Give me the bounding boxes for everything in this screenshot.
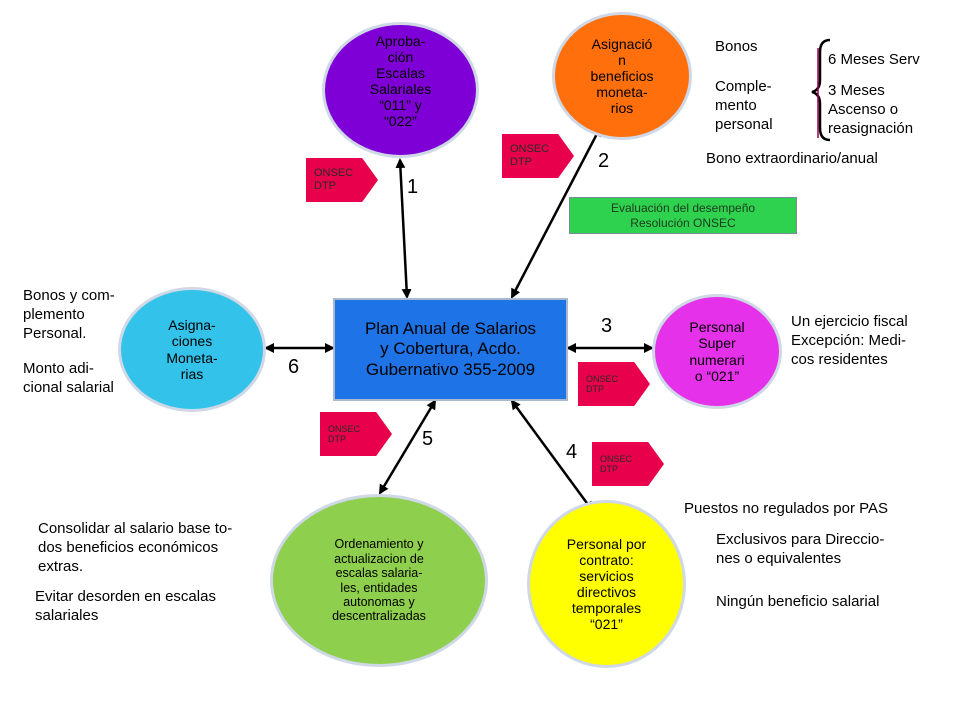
evaluacion-desempeno-label: Evaluación del desempeño Resolución ONSE… <box>610 201 756 230</box>
note-ejercicio-fiscal: Un ejercicio fiscal Excepción: Medi- cos… <box>791 313 908 368</box>
node-ordenamiento-label: Ordenamiento y actualizacion de escalas … <box>332 537 426 624</box>
step-number-4: 4 <box>566 441 578 463</box>
node-personal-supernumerario: Personal Super numerari o “021” <box>652 294 782 409</box>
arrow-5-ordenamiento <box>378 399 437 495</box>
node-personal-contrato-label: Personal por contrato: servicios directi… <box>566 535 647 633</box>
onsec-dtp-tag-2: ONSEC DTP <box>502 134 574 178</box>
node-personal-contrato: Personal por contrato: servicios directi… <box>527 500 686 668</box>
node-asignacion-beneficios-label: Asignació n beneficios moneta- rios <box>590 35 654 117</box>
onsec-dtp-tag-4: ONSEC DTP <box>592 442 664 486</box>
step-number-5: 5 <box>422 428 434 450</box>
note-bono-extraordinario: Bono extraordinario/anual <box>706 150 878 167</box>
central-plan-box: Plan Anual de Salarios y Cobertura, Acdo… <box>333 298 568 401</box>
note-exclusivos: Exclusivos para Direccio- nes o equivale… <box>716 531 885 567</box>
step-number-2: 2 <box>598 150 610 172</box>
node-aprobacion-label: Aproba- ción Escalas Salariales “011” y … <box>369 32 432 130</box>
node-asignaciones-monetarias-label: Asigna- ciones Moneta- rias <box>166 317 218 382</box>
central-plan-label: Plan Anual de Salarios y Cobertura, Acdo… <box>364 318 537 379</box>
node-ordenamiento: Ordenamiento y actualizacion de escalas … <box>270 494 488 667</box>
arrow-2-asignacion <box>510 126 602 299</box>
note-bonos: Bonos <box>715 38 758 55</box>
note-seis-meses: 6 Meses Serv <box>828 51 920 68</box>
note-bonos-complemento: Bonos y com- plemento Personal. <box>23 287 115 342</box>
evaluacion-desempeno-box: Evaluación del desempeño Resolución ONSE… <box>569 197 797 234</box>
onsec-dtp-tag-1: ONSEC DTP <box>306 158 378 202</box>
note-evitar-desorden: Evitar desorden en escalas salariales <box>35 588 216 624</box>
step-number-6: 6 <box>288 356 300 378</box>
note-tres-meses: 3 Meses Ascenso o reasignación <box>828 82 914 137</box>
node-aprobacion-escalas: Aproba- ción Escalas Salariales “011” y … <box>322 22 479 158</box>
note-puestos-no-regulados: Puestos no regulados por PAS <box>684 500 889 517</box>
node-asignacion-beneficios: Asignació n beneficios moneta- rios <box>552 12 692 140</box>
note-ningun-beneficio: Ningún beneficio salarial <box>716 593 880 610</box>
onsec-dtp-tag-5: ONSEC DTP <box>320 412 392 456</box>
arrow-1-aprobacion <box>395 158 412 299</box>
node-asignaciones-monetarias: Asigna- ciones Moneta- rias <box>118 287 266 412</box>
node-personal-supernumerario-label: Personal Super numerari o “021” <box>689 319 745 384</box>
brace-icon <box>811 38 831 142</box>
step-number-1: 1 <box>407 176 419 198</box>
onsec-dtp-tag-3: ONSEC DTP <box>578 362 650 406</box>
note-monto-adicional: Monto adi- cional salarial <box>23 360 114 396</box>
note-complemento-personal: Comple- mento personal <box>715 78 773 133</box>
arrow-4-contrato <box>510 399 594 512</box>
step-number-3: 3 <box>601 315 613 337</box>
note-consolidar: Consolidar al salario base to- dos benef… <box>38 520 233 575</box>
